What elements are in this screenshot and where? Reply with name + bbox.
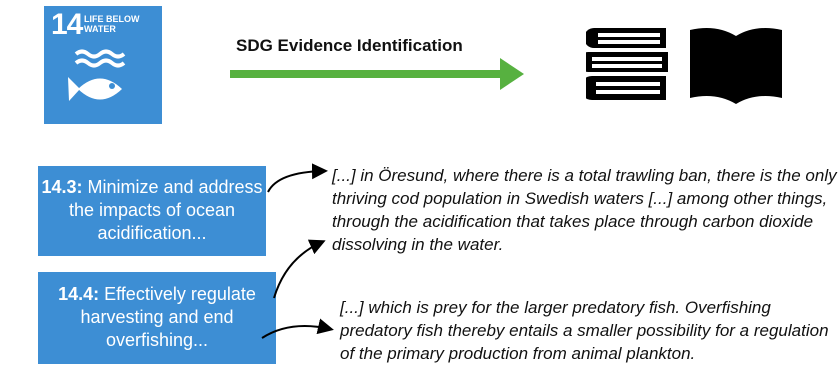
connector-14-4-to-quote-1 — [273, 239, 326, 299]
open-book-icon — [690, 28, 782, 104]
connector-14-4-to-quote-2 — [261, 318, 334, 339]
documents-icons — [586, 28, 782, 104]
target-text: Effectively regulate harvesting and end … — [80, 284, 256, 350]
green-arrow-icon — [230, 58, 524, 90]
fish-waves-icon — [68, 49, 126, 101]
process-label: SDG Evidence Identification — [236, 36, 463, 55]
connector-14-3-to-quote-1 — [267, 163, 328, 193]
target-text: Minimize and address the impacts of ocea… — [68, 177, 263, 243]
books-stack-icon — [586, 28, 668, 100]
sdg-14-tile: 14 LIFE BELOW WATER — [44, 6, 162, 124]
sdg-goal-title: LIFE BELOW WATER — [84, 14, 140, 34]
target-code: 14.4: — [58, 284, 100, 304]
sdg-number: 14 — [51, 8, 83, 41]
target-14-3-box: 14.3: Minimize and address the impacts o… — [38, 166, 266, 256]
target-code: 14.3: — [41, 177, 83, 197]
target-14-4-box: 14.4: Effectively regulate harvesting an… — [38, 272, 276, 364]
evidence-quote-1: [...] in Öresund, where there is a total… — [332, 166, 837, 254]
evidence-quote-2: [...] which is prey for the larger preda… — [340, 298, 829, 363]
